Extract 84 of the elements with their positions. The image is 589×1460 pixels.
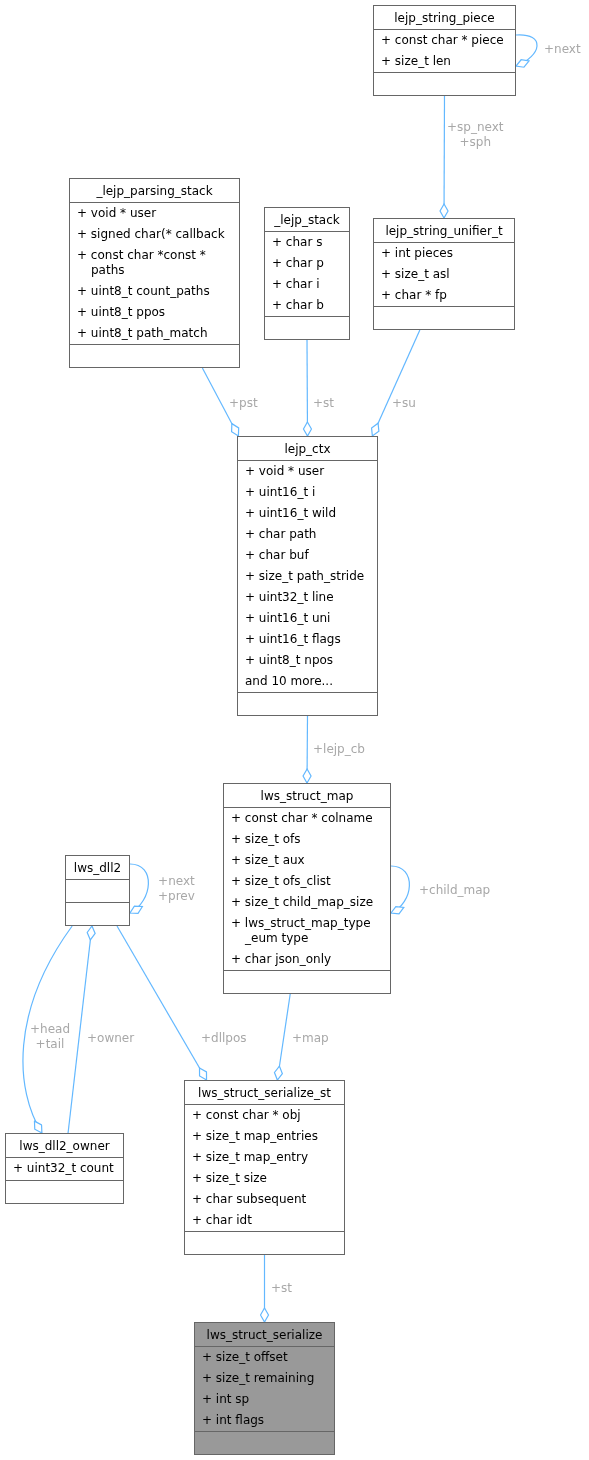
class-box <box>69 178 240 368</box>
class-member: + uint16_t wild <box>244 505 337 522</box>
aggregation-connector <box>439 95 449 219</box>
class-member: + const char * obj <box>191 1107 302 1124</box>
aggregation-connector <box>67 925 96 1134</box>
class-member: + size_t path_stride <box>244 568 366 585</box>
class-member: + size_t asl <box>380 266 451 283</box>
class-member: + size_t len <box>380 53 452 70</box>
aggregation-connector <box>273 993 291 1081</box>
class-member: + size_t size <box>191 1170 268 1187</box>
edge-label: +dllpos <box>200 1031 248 1046</box>
class-member: + const char * colname <box>230 810 374 827</box>
class-box <box>237 436 378 716</box>
class-box <box>223 783 391 994</box>
class-member: + size_t remaining <box>201 1370 316 1387</box>
class-member: + char path <box>244 526 318 543</box>
class-member: + char s <box>271 234 324 251</box>
edge-label: +next +prev <box>157 874 196 904</box>
class-member: + size_t aux <box>230 852 306 869</box>
class-member: + uint8_t path_match <box>76 325 209 342</box>
edge-label: +lejp_cb <box>312 742 366 757</box>
class-member: + const char *const * paths <box>76 247 207 279</box>
class-box <box>65 855 130 926</box>
aggregation-connector <box>22 925 73 1134</box>
class-member: + size_t map_entries <box>191 1128 319 1145</box>
class-member: + char p <box>271 255 325 272</box>
class-name: lws_struct_serialize <box>205 1327 324 1344</box>
class-member: + uint8_t count_paths <box>76 283 211 300</box>
class-member: + size_t child_map_size <box>230 894 375 911</box>
class-name: lws_dll2 <box>72 860 123 877</box>
edge-label: +child_map <box>418 883 492 898</box>
class-member: + signed char(* callback <box>76 226 226 243</box>
edge-label: +pst <box>228 396 259 411</box>
class-member: + uint8_t npos <box>244 652 335 669</box>
class-box <box>5 1133 124 1204</box>
class-name: lws_dll2_owner <box>18 1138 111 1155</box>
class-box <box>373 218 515 330</box>
class-member: + size_t ofs_clist <box>230 873 332 890</box>
class-name: lejp_string_piece <box>393 10 496 27</box>
class-member: + size_t offset <box>201 1349 289 1366</box>
class-member: + uint16_t i <box>244 484 317 501</box>
class-member: + uint16_t flags <box>244 631 342 648</box>
class-name: _lejp_stack <box>273 212 341 229</box>
class-member: + char i <box>271 276 321 293</box>
class-box <box>194 1322 335 1455</box>
aggregation-connector <box>370 329 421 437</box>
class-box <box>264 207 350 340</box>
class-member: + int flags <box>201 1412 266 1429</box>
class-member: + char * fp <box>380 287 448 304</box>
aggregation-connector <box>390 865 410 914</box>
class-member: + uint32_t line <box>244 589 335 606</box>
aggregation-connector <box>302 715 312 784</box>
aggregation-connector <box>116 925 208 1081</box>
class-box <box>184 1080 345 1255</box>
class-member: + size_t map_entry <box>191 1149 310 1166</box>
aggregation-connector <box>302 339 313 437</box>
class-name: _lejp_parsing_stack <box>95 183 214 200</box>
class-member: + char buf <box>244 547 310 564</box>
class-member: and 10 more... <box>244 673 334 690</box>
class-member: + uint32_t count <box>12 1160 115 1177</box>
class-member: + char b <box>271 297 325 314</box>
class-member: + void * user <box>244 463 326 480</box>
class-member: + char subsequent <box>191 1191 308 1208</box>
class-member: + uint16_t uni <box>244 610 332 627</box>
class-member: + void * user <box>76 205 158 222</box>
aggregation-connector <box>259 1254 270 1323</box>
edge-label: +sp_next +sph <box>446 120 505 150</box>
class-member: + uint8_t ppos <box>76 304 167 321</box>
class-member: + const char * piece <box>380 32 505 49</box>
aggregation-connector <box>201 367 240 437</box>
class-member: + char idt <box>191 1212 253 1229</box>
class-member: + int pieces <box>380 245 454 262</box>
class-member: + lws_struct_map_type _eum type <box>230 915 372 947</box>
class-name: lws_struct_map <box>259 788 355 805</box>
class-name: lejp_ctx <box>283 441 332 458</box>
class-member: + char json_only <box>230 951 333 968</box>
aggregation-connector <box>129 863 149 914</box>
class-name: lejp_string_unifier_t <box>384 223 504 240</box>
class-name: lws_struct_serialize_st <box>197 1085 332 1102</box>
class-member: + int sp <box>201 1391 251 1408</box>
class-member: + size_t ofs <box>230 831 302 848</box>
aggregation-connector <box>515 34 538 68</box>
class-box <box>373 5 516 96</box>
edge-label: +map <box>291 1031 330 1046</box>
